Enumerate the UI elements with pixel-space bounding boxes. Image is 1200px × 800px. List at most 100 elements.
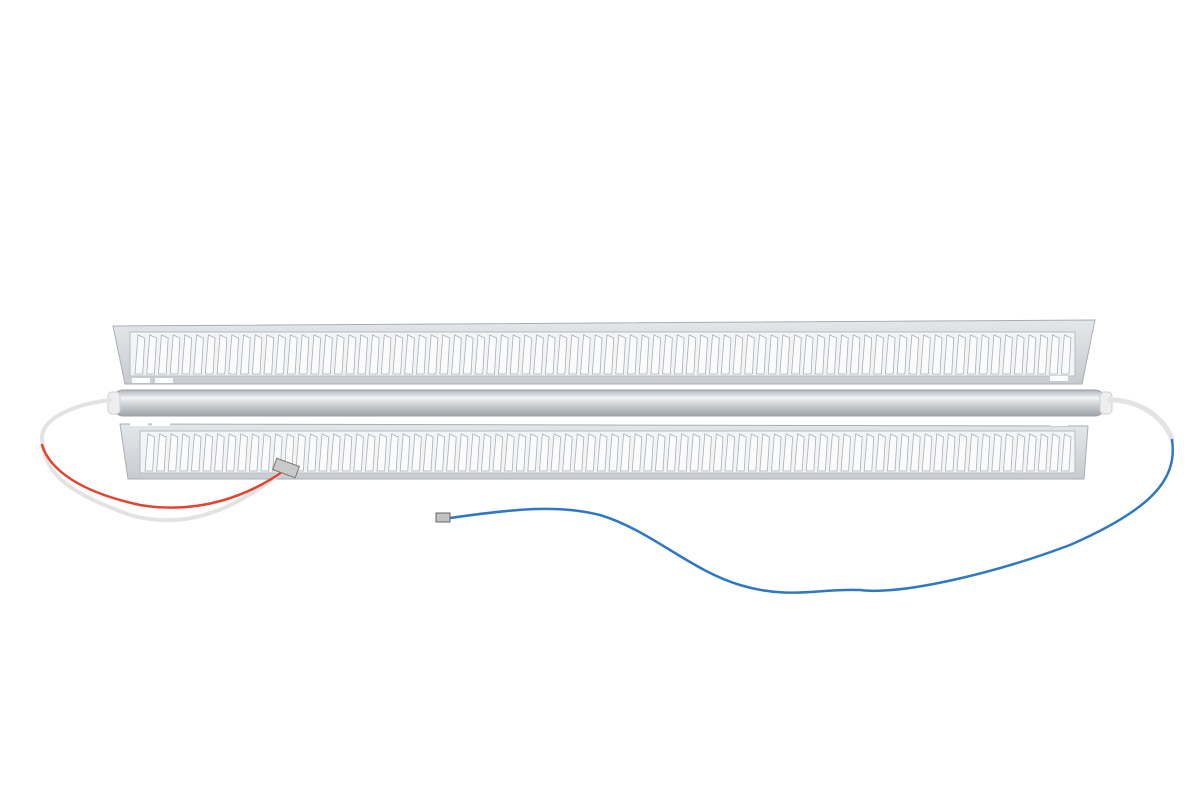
fin xyxy=(791,334,802,375)
fin xyxy=(298,334,310,375)
fin xyxy=(544,334,556,375)
fin xyxy=(603,334,615,375)
mounting-slot xyxy=(130,421,148,426)
fin xyxy=(480,433,492,472)
fin xyxy=(920,334,931,375)
fin xyxy=(643,433,654,472)
fin xyxy=(134,334,146,375)
mounting-slot xyxy=(132,378,150,383)
fin xyxy=(251,334,263,375)
fin xyxy=(1014,433,1026,472)
fin xyxy=(747,433,759,472)
fin xyxy=(295,433,306,472)
fin xyxy=(978,334,990,375)
fin xyxy=(817,433,828,472)
fin xyxy=(921,433,933,472)
fin xyxy=(620,433,631,472)
tube-end-cap-right xyxy=(1099,391,1113,415)
fin xyxy=(474,334,486,375)
fin xyxy=(190,433,202,472)
fin xyxy=(193,334,204,375)
red-wire xyxy=(40,443,287,509)
mounting-slot xyxy=(1050,421,1068,426)
bottom-fins xyxy=(144,433,1072,472)
fin xyxy=(457,433,469,472)
fin xyxy=(908,334,919,375)
fin xyxy=(216,334,228,375)
fin xyxy=(944,433,956,472)
fin xyxy=(840,433,852,472)
fin xyxy=(225,433,237,472)
fin xyxy=(802,334,814,375)
fin xyxy=(968,433,979,472)
fin xyxy=(434,433,446,472)
fin xyxy=(353,433,364,472)
fin xyxy=(732,334,744,375)
fin xyxy=(204,334,216,375)
bottom-fin-plate xyxy=(119,421,1089,480)
fin xyxy=(310,334,322,375)
fin xyxy=(627,334,638,375)
fin xyxy=(884,334,896,375)
fin xyxy=(979,433,991,472)
white-sleeve-right xyxy=(1107,397,1175,443)
fin xyxy=(896,334,908,375)
fin xyxy=(608,433,620,472)
fin xyxy=(720,334,732,375)
fin xyxy=(596,433,608,472)
fin xyxy=(333,334,345,375)
fin xyxy=(492,433,504,472)
top-fins xyxy=(134,334,1072,375)
fin xyxy=(1049,433,1060,472)
terminal-connector xyxy=(272,457,300,479)
fin xyxy=(709,334,720,375)
fin xyxy=(654,433,666,472)
fin xyxy=(388,433,399,472)
fin xyxy=(685,334,697,375)
fin xyxy=(260,433,272,472)
fin xyxy=(701,433,712,472)
fin xyxy=(805,433,817,472)
fin xyxy=(736,433,747,472)
fin xyxy=(556,334,568,375)
fin xyxy=(666,433,678,472)
fin xyxy=(568,334,579,375)
mounting-slot xyxy=(1050,376,1068,381)
fin xyxy=(826,334,837,375)
blue-wire xyxy=(448,438,1175,594)
fin xyxy=(828,433,840,472)
fin xyxy=(591,334,603,375)
fin xyxy=(156,433,167,472)
fin xyxy=(322,334,333,375)
fin xyxy=(689,433,701,472)
fin xyxy=(376,433,388,472)
white-wire xyxy=(39,398,284,523)
fin xyxy=(573,433,585,472)
fin xyxy=(169,334,181,375)
fin xyxy=(933,433,944,472)
fin xyxy=(404,334,415,375)
fin xyxy=(1060,334,1072,375)
mounting-slot xyxy=(155,378,173,383)
fin xyxy=(931,334,943,375)
fin xyxy=(662,334,673,375)
fin xyxy=(214,433,225,472)
fin xyxy=(759,433,770,472)
fin xyxy=(509,334,521,375)
heating-tube xyxy=(107,389,1113,417)
fin xyxy=(237,433,248,472)
fin xyxy=(357,334,368,375)
fin xyxy=(873,334,884,375)
fin xyxy=(550,433,562,472)
fin xyxy=(863,433,875,472)
fin xyxy=(779,334,791,375)
fin xyxy=(498,334,509,375)
tube-end-cap-left xyxy=(107,391,121,415)
fin xyxy=(1060,433,1072,472)
fin xyxy=(991,433,1002,472)
fin xyxy=(875,433,886,472)
fin xyxy=(446,433,457,472)
fin xyxy=(767,334,779,375)
fin xyxy=(990,334,1002,375)
